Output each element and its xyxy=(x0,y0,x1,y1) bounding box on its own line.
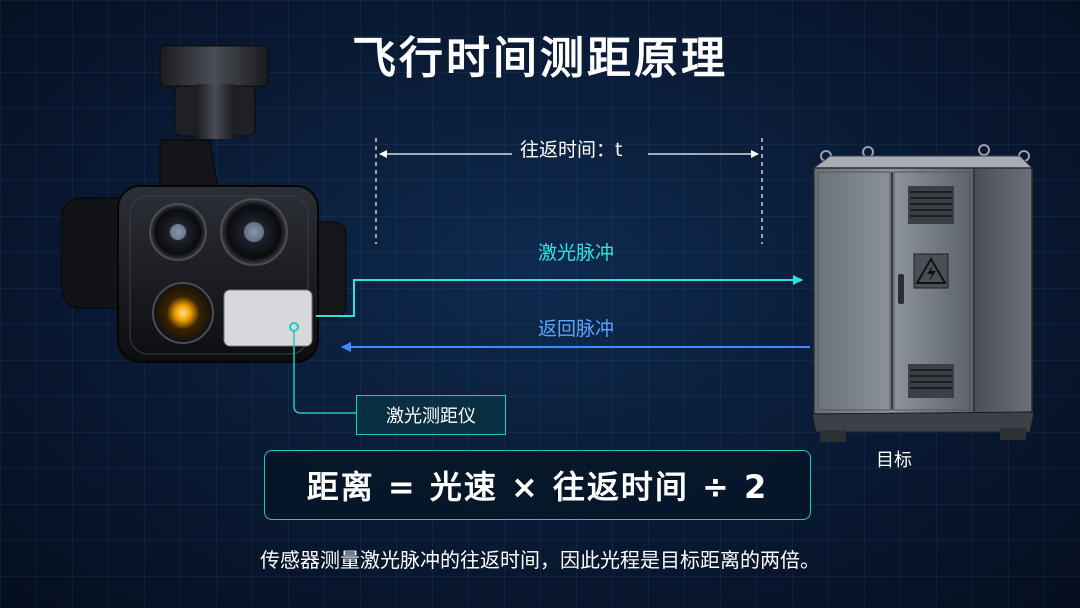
thermal-lens-icon xyxy=(152,282,214,344)
page-title: 飞行时间测距原理 xyxy=(352,33,728,84)
electrical-cabinet xyxy=(811,144,1035,442)
drone-camera-gimbal xyxy=(61,45,347,363)
round-trip-time-label: 往返时间：t xyxy=(520,139,623,161)
round-trip-dimension xyxy=(375,138,763,244)
ventilation-grille xyxy=(908,186,954,398)
laser-pulse-label: 激光脉冲 xyxy=(538,242,615,264)
laser-pulse-arrow xyxy=(316,275,803,317)
laser-rangefinder-window xyxy=(223,289,313,347)
device-leader-line xyxy=(293,331,356,414)
caption-text: 传感器测量激光脉冲的往返时间，因此光程是目标距离的两倍。 xyxy=(260,548,820,572)
high-voltage-warning-icon xyxy=(913,253,949,289)
rangefinder-label-box: 激光测距仪 xyxy=(356,395,506,435)
return-pulse-label: 返回脉冲 xyxy=(538,318,615,340)
distance-formula: 距离 = 光速 × 往返时间 ÷ 2 xyxy=(306,468,769,506)
rangefinder-label: 激光测距仪 xyxy=(386,406,476,427)
distance-formula-box: 距离 = 光速 × 往返时间 ÷ 2 xyxy=(264,450,811,520)
target-label: 目标 xyxy=(876,450,912,471)
